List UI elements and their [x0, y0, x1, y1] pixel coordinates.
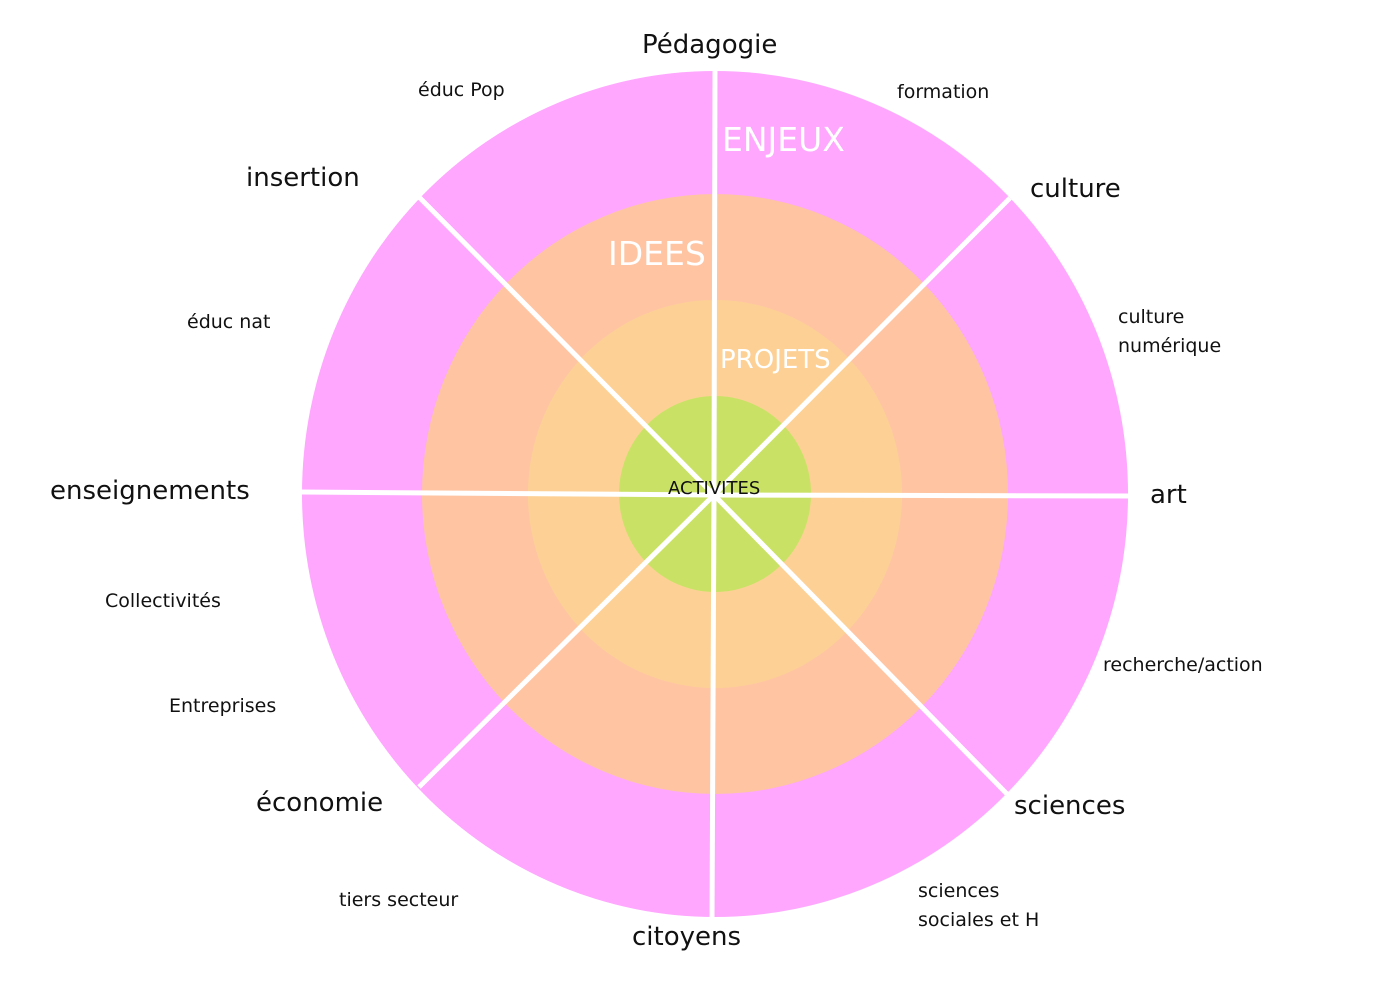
sector-label: formation	[897, 81, 990, 103]
axis-label: Pédagogie	[642, 30, 778, 60]
spoke	[712, 196, 1012, 497]
sector-label: sociales et H	[918, 909, 1040, 931]
axis-label: sciences	[1014, 791, 1126, 821]
sector-label: éduc nat	[187, 311, 271, 333]
axis-label: art	[1150, 480, 1187, 510]
axis-label: citoyens	[632, 922, 742, 952]
spoke	[713, 492, 1131, 499]
ring-label-activites: ACTIVITES	[668, 478, 761, 499]
sector-label: éduc Pop	[418, 79, 505, 101]
sector-label: culture	[1118, 306, 1185, 328]
spoke	[417, 195, 716, 497]
spokes	[299, 67, 1131, 920]
spoke	[299, 489, 715, 498]
spoke	[417, 493, 716, 789]
sector-label: recherche/action	[1103, 654, 1263, 676]
sector-label: Collectivités	[105, 590, 221, 612]
ring-label-idees: IDEES	[608, 234, 706, 273]
sector-label: sciences	[918, 880, 1000, 902]
spoke	[712, 493, 1009, 796]
axis-label: enseignements	[50, 476, 250, 506]
ring-label-projets: PROJETS	[720, 345, 831, 375]
spoke	[709, 494, 717, 920]
sector-label: Entreprises	[169, 695, 277, 717]
ring-label-enjeux: ENJEUX	[722, 120, 845, 159]
axis-label: insertion	[246, 163, 360, 193]
axis-label: économie	[256, 788, 384, 818]
axis-label: culture	[1030, 174, 1121, 204]
spoke	[711, 67, 718, 496]
sector-label: numérique	[1118, 335, 1222, 357]
sector-label: tiers secteur	[339, 889, 459, 911]
